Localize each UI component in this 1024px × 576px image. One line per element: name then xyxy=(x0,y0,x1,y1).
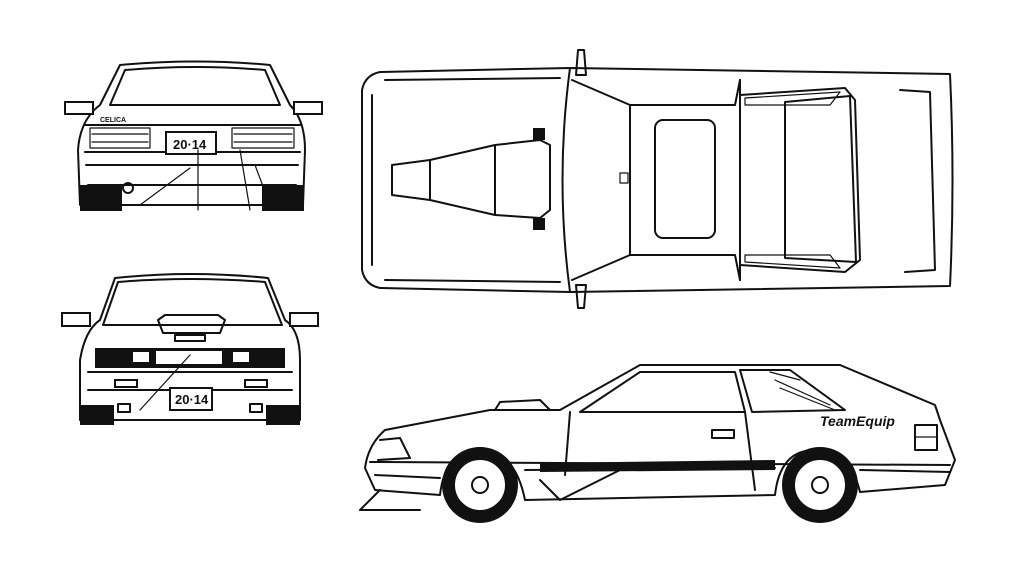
rear-license-plate: 20·14 xyxy=(173,137,207,152)
top-view xyxy=(361,49,954,309)
rear-badge: CELICA xyxy=(100,117,126,124)
front-license-plate: 20·14 xyxy=(175,392,209,407)
rear-view: CELICA 20·14 xyxy=(64,60,323,211)
team-equip-decal: TeamEquip xyxy=(820,413,895,429)
front-view: 20·14 xyxy=(61,273,319,425)
side-view: TeamEquip xyxy=(359,364,956,523)
